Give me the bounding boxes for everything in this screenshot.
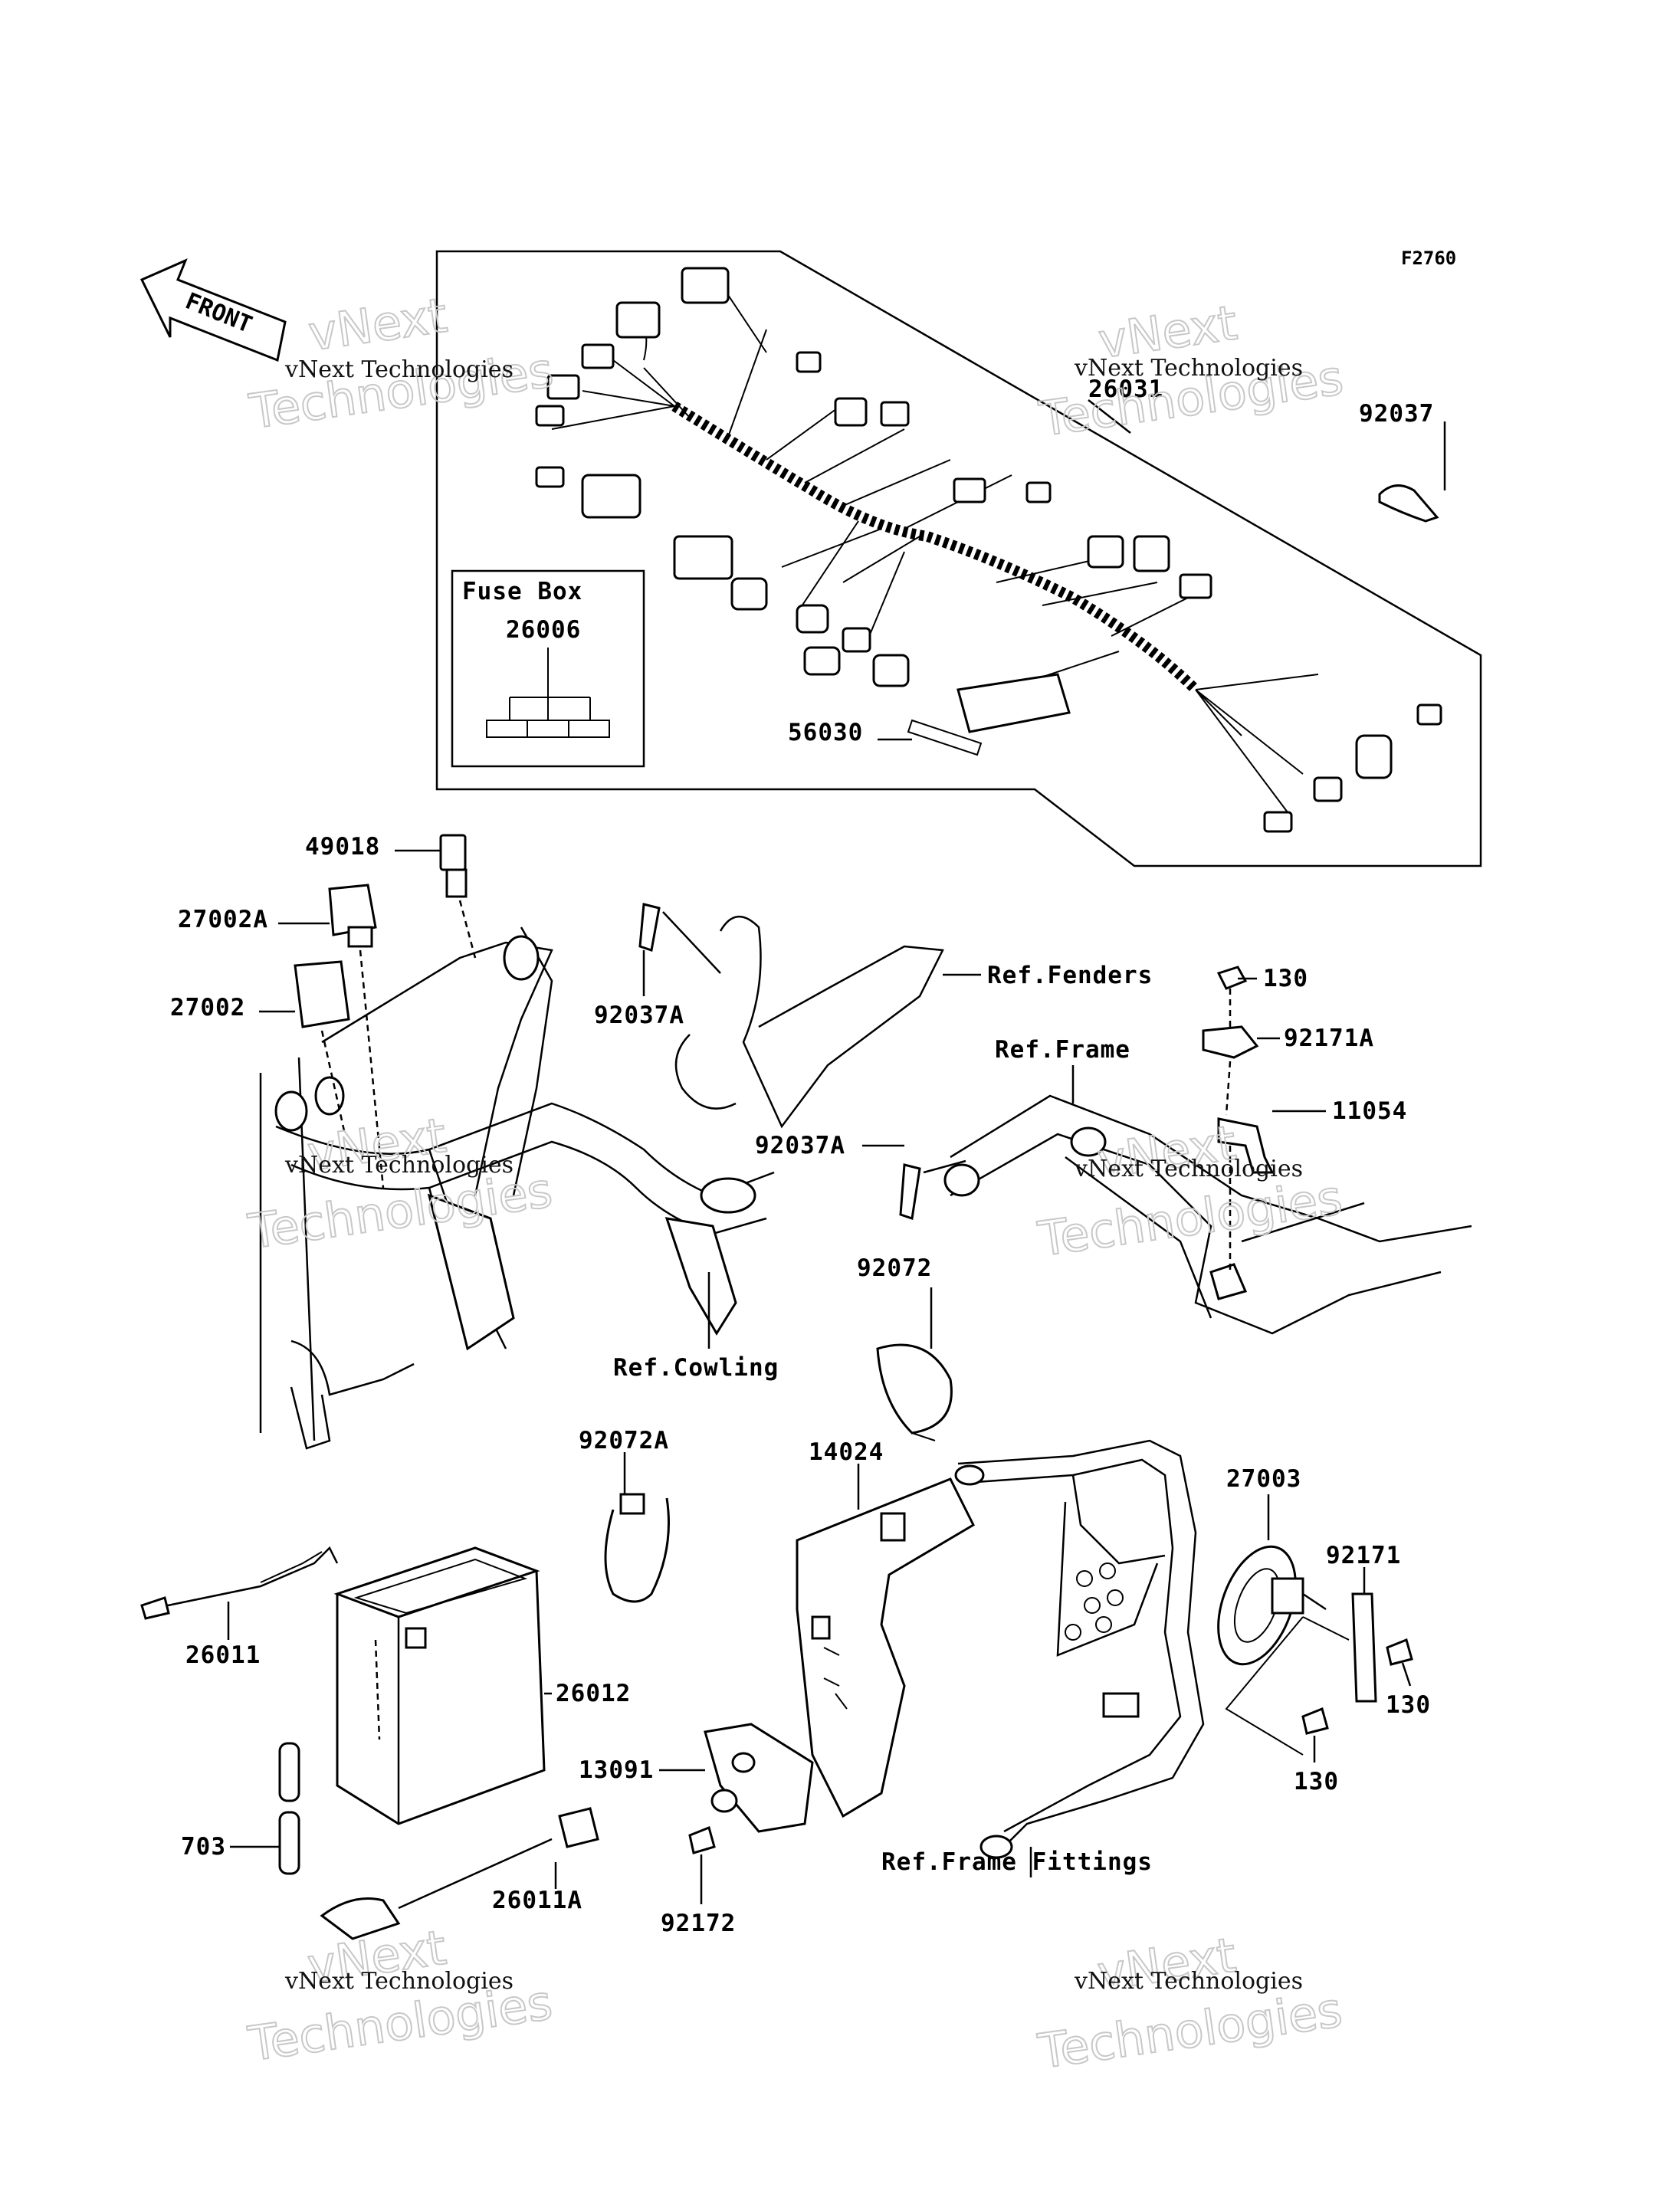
bracket-11054	[1217, 1117, 1275, 1272]
relay-27002A	[328, 884, 385, 1189]
part-92072: 92072	[857, 1254, 932, 1282]
bolt-130-right	[1386, 1638, 1413, 1666]
part-27002: 27002	[170, 994, 245, 1021]
part-14024: 14024	[809, 1438, 884, 1466]
watermark-text-mid-right: vNext Technologies	[1074, 1156, 1303, 1182]
part-130-right: 130	[1386, 1691, 1431, 1719]
frame-ref	[899, 1094, 1472, 1335]
part-56030: 56030	[788, 719, 863, 746]
ref-fenders: Ref.Fenders	[987, 962, 1153, 989]
watermark-text-mid-left: vNext Technologies	[284, 1152, 514, 1179]
bracket-13091	[704, 1723, 814, 1833]
watermark-bottom-right: vNext Technologies	[1034, 1926, 1347, 2080]
tie-92072A	[604, 1493, 670, 1603]
clamp-92171A	[1202, 1025, 1259, 1116]
part-26011: 26011	[185, 1641, 261, 1669]
horn-27003	[1217, 1545, 1350, 1756]
part-26031: 26031	[1088, 375, 1163, 403]
part-26012: 26012	[556, 1680, 631, 1707]
harness-panel	[435, 250, 1482, 867]
bolt-130-lower	[1301, 1707, 1329, 1735]
cable-26011	[140, 1546, 339, 1620]
front-arrow-icon: FRONT	[139, 258, 287, 362]
part-92171: 92171	[1326, 1542, 1401, 1569]
diagram-code: F2760	[1401, 248, 1456, 269]
part-13091: 13091	[579, 1756, 654, 1784]
watermark-text-bottom-right: vNext Technologies	[1074, 1968, 1303, 1995]
part-130-lower: 130	[1294, 1768, 1339, 1795]
part-11054: 11054	[1332, 1097, 1407, 1125]
part-49018: 49018	[305, 833, 380, 861]
relay-49018	[439, 834, 477, 959]
bolt-92172	[688, 1825, 716, 1854]
bracket-92171	[1351, 1592, 1377, 1703]
bolt-130-top	[1216, 966, 1248, 1031]
part-27003: 27003	[1226, 1465, 1301, 1493]
relay-27002	[294, 960, 350, 1135]
frame-left	[259, 926, 775, 1450]
cable-26011A	[320, 1807, 599, 1940]
part-92037A-mid: 92037A	[755, 1132, 845, 1159]
part-92072A: 92072A	[579, 1427, 669, 1454]
fuse-box-title: Fuse Box	[462, 578, 582, 605]
part-92172: 92172	[661, 1910, 736, 1937]
ref-cowling: Ref.Cowling	[613, 1354, 779, 1382]
leader-lines	[227, 399, 1446, 1904]
tube-703	[278, 1742, 300, 1875]
svg-text:vNext: vNext	[305, 287, 451, 362]
ref-frame: Ref.Frame	[995, 1036, 1130, 1064]
band-92072	[876, 1343, 953, 1441]
part-26011A: 26011A	[492, 1887, 582, 1914]
fender-ref	[638, 903, 944, 1129]
battery-26012	[333, 1546, 546, 1825]
ref-frame-fittings: Ref.Frame Fittings	[881, 1848, 1153, 1876]
part-92037: 92037	[1359, 400, 1434, 428]
fuse-box-part: 26006	[506, 616, 581, 644]
svg-text:Technologies: Technologies	[1035, 1169, 1346, 1267]
watermark-mid-right: vNext Technologies	[1034, 1113, 1347, 1267]
tray-14024	[796, 1477, 975, 1818]
watermark-text-top-left: vNext Technologies	[284, 356, 514, 383]
part-92037A-top: 92037A	[594, 1002, 684, 1029]
frame-fittings	[954, 1439, 1205, 1859]
fuse-box-inset: Fuse Box 26006	[451, 569, 645, 768]
part-703: 703	[181, 1833, 226, 1861]
clip-92037	[1378, 484, 1439, 523]
svg-text:Technologies: Technologies	[1035, 1982, 1346, 2080]
part-27002A: 27002A	[178, 906, 268, 933]
part-92171A: 92171A	[1284, 1025, 1374, 1052]
part-130-top: 130	[1263, 965, 1308, 992]
watermark-text-top-right: vNext Technologies	[1074, 355, 1303, 382]
watermark-text-bottom-left: vNext Technologies	[284, 1968, 514, 1995]
main-harness	[535, 267, 1442, 833]
